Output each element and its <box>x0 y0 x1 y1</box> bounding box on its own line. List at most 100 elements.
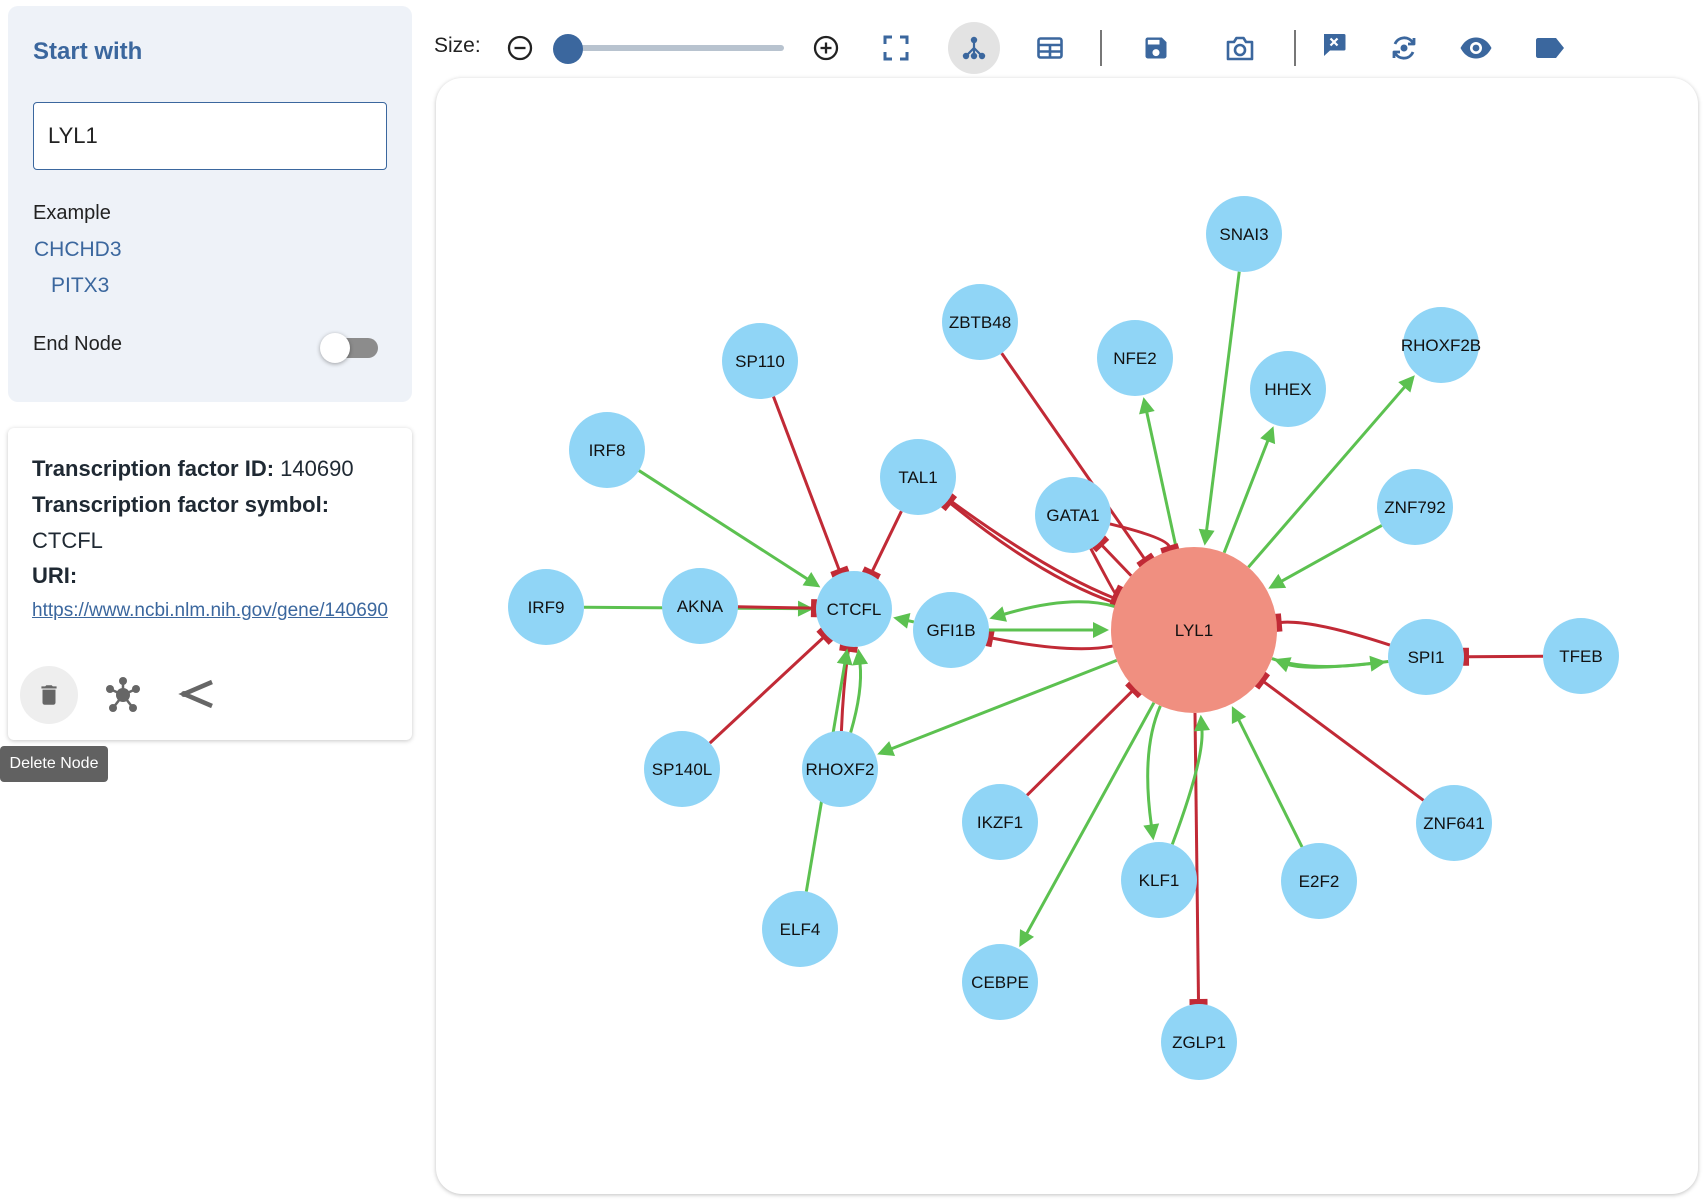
reset-layout-button[interactable] <box>1378 22 1430 74</box>
node-circle[interactable] <box>880 439 956 515</box>
graph-node-spi1[interactable]: SPI1 <box>1388 619 1464 695</box>
edge-inhibition[interactable] <box>737 599 818 618</box>
graph-node-lyl1[interactable]: LYL1 <box>1111 547 1277 713</box>
node-circle[interactable] <box>962 784 1038 860</box>
edge-line[interactable] <box>991 636 1113 651</box>
example-link-pitx3[interactable]: PITX3 <box>51 274 110 297</box>
share-button[interactable] <box>168 666 226 724</box>
edge-inhibition[interactable] <box>941 493 1116 605</box>
graph-node-tal1[interactable]: TAL1 <box>880 439 956 515</box>
edge-activation[interactable] <box>893 613 915 629</box>
edge-line[interactable] <box>1109 522 1171 548</box>
node-circle[interactable] <box>1161 1004 1237 1080</box>
edge-activation[interactable] <box>849 648 869 733</box>
graph-node-nfe2[interactable]: NFE2 <box>1097 320 1173 396</box>
graph-node-zbtb48[interactable]: ZBTB48 <box>942 284 1018 360</box>
edge-activation[interactable] <box>1170 714 1210 845</box>
edge-activation[interactable] <box>1139 397 1178 550</box>
edge-line[interactable] <box>1280 620 1391 647</box>
node-circle[interactable] <box>802 731 878 807</box>
size-slider-track[interactable] <box>566 45 784 51</box>
node-circle[interactable] <box>1281 843 1357 919</box>
graph-node-znf641[interactable]: ZNF641 <box>1416 785 1492 861</box>
edge-inhibition[interactable] <box>947 498 1122 608</box>
edge-line[interactable] <box>870 510 903 572</box>
expand-network-button[interactable] <box>94 666 152 724</box>
graph-node-rhoxf2b[interactable]: RHOXF2B <box>1401 307 1481 383</box>
edge-inhibition[interactable] <box>1254 671 1425 802</box>
node-circle[interactable] <box>1388 619 1464 695</box>
edge-line[interactable] <box>849 663 863 733</box>
node-circle[interactable] <box>913 592 989 668</box>
edge-activation[interactable] <box>1247 375 1415 569</box>
edge-line[interactable] <box>1100 544 1133 577</box>
edge-line[interactable] <box>772 396 841 571</box>
example-link-chchd3[interactable]: CHCHD3 <box>34 238 122 261</box>
graph-node-sp140l[interactable]: SP140L <box>644 731 720 807</box>
edge-inhibition[interactable] <box>708 627 834 745</box>
node-circle[interactable] <box>1403 307 1479 383</box>
hierarchy-layout-button[interactable] <box>948 22 1000 74</box>
graph-node-snai3[interactable]: SNAI3 <box>1206 196 1282 272</box>
zoom-out-button[interactable] <box>494 22 546 74</box>
size-slider-thumb[interactable] <box>553 34 583 64</box>
edge-activation[interactable] <box>1198 271 1241 546</box>
edge-line[interactable] <box>1145 411 1178 550</box>
node-circle[interactable] <box>569 412 645 488</box>
graph-node-cebpe[interactable]: CEBPE <box>962 944 1038 1020</box>
edge-line[interactable] <box>947 498 1114 600</box>
node-circle[interactable] <box>1377 469 1453 545</box>
graph-node-e2f2[interactable]: E2F2 <box>1281 843 1357 919</box>
zoom-in-button[interactable] <box>800 22 852 74</box>
save-button[interactable] <box>1130 22 1182 74</box>
edge-activation[interactable] <box>989 600 1115 622</box>
node-circle[interactable] <box>722 323 798 399</box>
node-circle[interactable] <box>816 571 892 647</box>
edge-line[interactable] <box>1237 718 1304 848</box>
node-circle[interactable] <box>1035 477 1111 553</box>
graph-node-irf9[interactable]: IRF9 <box>508 569 584 645</box>
node-circle[interactable] <box>644 731 720 807</box>
edge-activation[interactable] <box>1143 705 1162 841</box>
node-circle[interactable] <box>1206 196 1282 272</box>
end-node-toggle[interactable] <box>320 332 378 363</box>
edge-line[interactable] <box>1003 600 1115 616</box>
edge-line[interactable] <box>1025 690 1134 797</box>
edge-line[interactable] <box>890 658 1118 751</box>
graph-node-elf4[interactable]: ELF4 <box>762 891 838 967</box>
edge-activation[interactable] <box>877 658 1118 756</box>
edge-activation[interactable] <box>1222 426 1276 554</box>
edge-line[interactable] <box>1280 524 1383 583</box>
edge-inhibition[interactable] <box>1189 712 1208 1006</box>
edge-inhibition[interactable] <box>985 628 1113 651</box>
edge-line[interactable] <box>1025 701 1156 935</box>
edge-line[interactable] <box>1247 385 1407 569</box>
edge-line[interactable] <box>1222 439 1270 554</box>
node-circle[interactable] <box>762 891 838 967</box>
graph-node-ctcfl[interactable]: CTCFL <box>816 571 892 647</box>
edge-activation[interactable] <box>1268 524 1383 589</box>
edge-inhibition[interactable] <box>1274 613 1391 647</box>
edge-inhibition[interactable] <box>1092 535 1133 577</box>
visibility-button[interactable] <box>1450 22 1502 74</box>
delete-node-button[interactable] <box>20 666 78 724</box>
graph-node-akna[interactable]: AKNA <box>662 568 738 644</box>
uri-link[interactable]: https://www.ncbi.nlm.nih.gov/gene/140690 <box>32 600 388 621</box>
node-circle[interactable] <box>508 569 584 645</box>
edge-inhibition[interactable] <box>1109 522 1180 554</box>
edge-line[interactable] <box>1271 657 1372 668</box>
edge-activation[interactable] <box>1019 701 1156 947</box>
graph-node-zglp1[interactable]: ZGLP1 <box>1161 1004 1237 1080</box>
graph-node-gfi1b[interactable]: GFI1B <box>913 592 989 668</box>
graph-node-gata1[interactable]: GATA1 <box>1035 477 1111 553</box>
start-node-input[interactable] <box>33 102 387 170</box>
edge-inhibition[interactable] <box>1025 681 1143 797</box>
graph-node-rhoxf2[interactable]: RHOXF2 <box>802 731 878 807</box>
network-graph[interactable]: SNAI3ZBTB48NFE2SP110RHOXF2BHHEXIRF8TAL1G… <box>436 78 1698 1194</box>
edge-line[interactable] <box>1205 271 1241 531</box>
edge-activation[interactable] <box>638 469 821 588</box>
edge-inhibition[interactable] <box>1000 352 1155 568</box>
fit-screen-button[interactable] <box>870 22 922 74</box>
edge-line[interactable] <box>949 502 1116 605</box>
